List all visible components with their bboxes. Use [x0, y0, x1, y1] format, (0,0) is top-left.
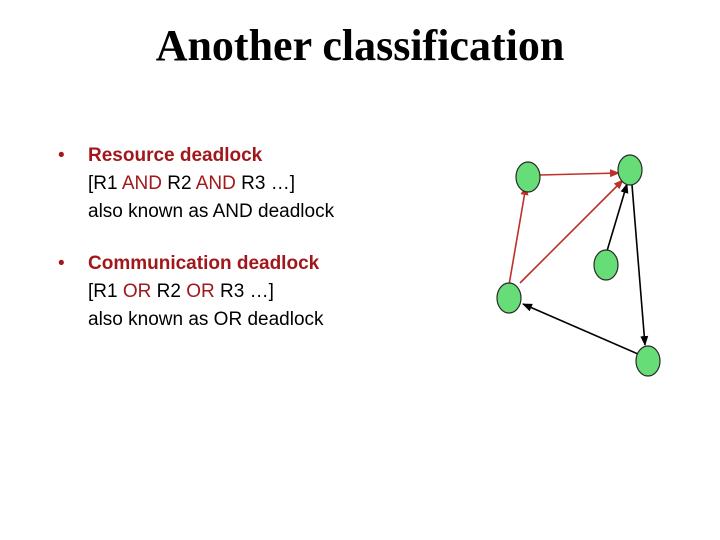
edge-d-to-b [519, 179, 624, 284]
bullet-marker: • [58, 253, 65, 274]
expr-part: R3 …] [214, 281, 274, 302]
bullet-communication-deadlock: • Communication deadlock [R1 OR R2 OR R3… [58, 250, 478, 334]
edge-e-to-d [522, 303, 639, 355]
expr-part: R3 …] [235, 173, 295, 194]
expr-operator: AND [121, 173, 162, 194]
bullet-description: also known as AND deadlock [88, 201, 335, 222]
bullet-heading: Resource deadlock [88, 145, 263, 166]
graph-node-b [617, 154, 643, 186]
expr-part: R2 [161, 173, 196, 194]
graph-node-e [635, 345, 661, 377]
edge-c-to-b [606, 183, 629, 252]
expr-operator: AND [195, 173, 236, 194]
expr-part: R2 [151, 281, 187, 302]
expr-part: [R1 [88, 281, 123, 302]
bullet-expression: [R1 OR R2 OR R3 …] [88, 278, 478, 306]
bullet-list: • Resource deadlock [R1 AND R2 AND R3 …]… [58, 142, 478, 358]
edge-d-to-a [508, 185, 529, 286]
graph-node-d [496, 282, 522, 314]
expr-operator: OR [186, 281, 215, 302]
expr-operator: OR [122, 281, 152, 302]
graph-node-c [593, 249, 619, 281]
bullet-resource-deadlock: • Resource deadlock [R1 AND R2 AND R3 …]… [58, 142, 478, 226]
bullet-heading: Communication deadlock [88, 253, 320, 274]
bullet-marker: • [58, 145, 65, 166]
bullet-description: also known as OR deadlock [88, 309, 324, 330]
expr-part: [R1 [88, 173, 122, 194]
graph-node-a [515, 161, 541, 193]
edge-a-to-b [539, 169, 620, 178]
edge-b-to-e [631, 184, 649, 346]
bullet-expression: [R1 AND R2 AND R3 …] [88, 170, 478, 198]
slide-title: Another classification [155, 21, 565, 70]
